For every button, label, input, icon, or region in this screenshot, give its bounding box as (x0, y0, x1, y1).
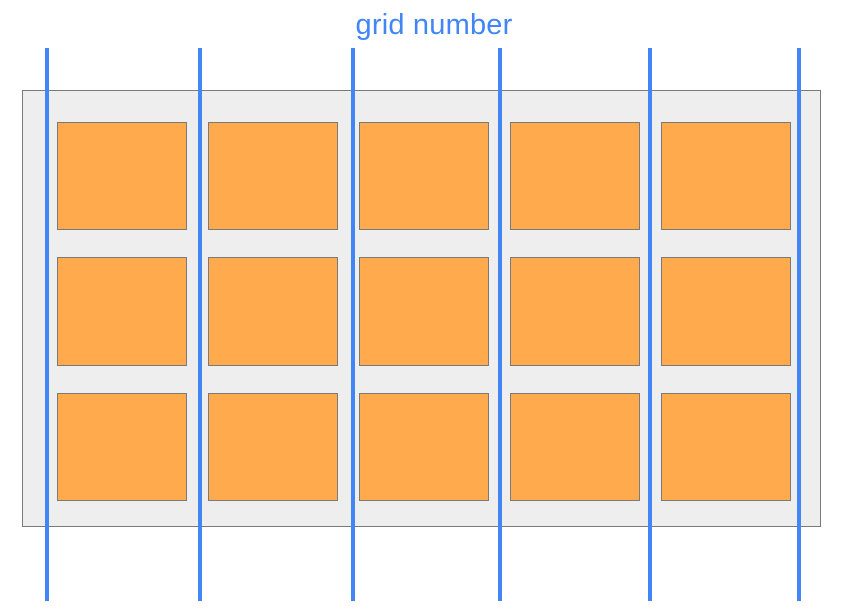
grid-item (359, 122, 489, 231)
grid-item (510, 257, 640, 366)
grid-item (208, 257, 338, 366)
grid-line-marker-2 (198, 48, 202, 601)
grid-item (510, 392, 640, 501)
grid-item (57, 392, 187, 501)
grid-line-marker-5 (648, 48, 652, 601)
grid-line-marker-1 (45, 48, 49, 601)
grid-item (510, 122, 640, 231)
grid-item (208, 392, 338, 501)
grid-line-marker-4 (498, 48, 502, 601)
figure-title: grid number (355, 9, 513, 41)
grid-item (359, 392, 489, 501)
grid-item (661, 122, 791, 231)
grid-item (661, 257, 791, 366)
grid-item (57, 122, 187, 231)
grid-container (22, 90, 821, 527)
grid-item (208, 122, 338, 231)
grid-item (661, 392, 791, 501)
grid-item (359, 257, 489, 366)
grid-line-marker-3 (351, 48, 355, 601)
grid-line-marker-6 (797, 48, 801, 601)
grid-item (57, 257, 187, 366)
